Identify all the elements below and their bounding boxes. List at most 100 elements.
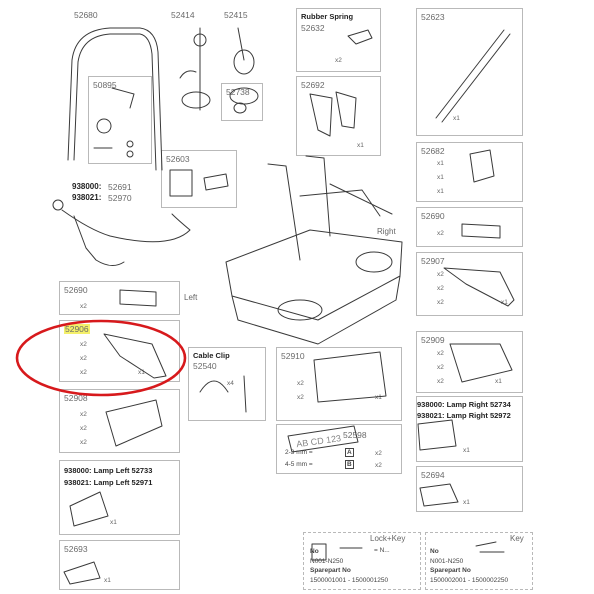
qty-label: x2 — [437, 230, 444, 237]
knob-drawing — [233, 102, 247, 114]
qty-label: x1 — [453, 115, 460, 122]
highlight-circle — [15, 319, 187, 397]
box-52598: 52598 2-3 mm = 4-5 mm = A B x2 x2 — [276, 424, 402, 474]
part-number: 52690 — [421, 211, 445, 221]
lamp-left-938000: 938000: Lamp Left 52733 — [64, 466, 153, 475]
qty-label: x2 — [335, 57, 342, 64]
box-52910: 52910 x2 x2 x1 — [276, 347, 402, 421]
qty-label: x2 — [297, 380, 304, 387]
qty-label: x2 — [80, 425, 87, 432]
qty-label: x1 — [110, 519, 117, 526]
qty-label: x1 — [495, 378, 502, 385]
rubber-spring-drawing — [347, 29, 373, 45]
reflector-strip-left-drawing — [119, 289, 157, 307]
qty-label: x2 — [297, 394, 304, 401]
qty-label: x2 — [80, 303, 87, 310]
key-no-label: No — [430, 548, 439, 555]
part-number: 52738 — [226, 87, 250, 97]
part-number-highlighted: 52906 — [64, 324, 90, 334]
cable-clip-title: Cable Clip — [193, 351, 230, 360]
key-title: Key — [510, 534, 524, 543]
lock-key-no-label: No — [310, 548, 319, 555]
part-number: 52682 — [421, 146, 445, 156]
box-52690-right: 52690 x2 — [416, 207, 523, 247]
box-key: Key No N001-N250 Sparepart No 1500002001… — [425, 532, 533, 590]
qty-label: x4 — [227, 380, 234, 387]
plate-45mm: 4-5 mm = — [285, 461, 313, 468]
part-number-52680: 52680 — [74, 10, 98, 20]
part-number: 52908 — [64, 393, 88, 403]
qty-label: x1 — [104, 577, 111, 584]
part-number: 50895 — [93, 80, 117, 90]
hinge-drawing — [469, 149, 495, 183]
lock-key-drawing — [311, 543, 363, 561]
rail-left-drawing — [103, 333, 167, 379]
part-number-52414: 52414 — [171, 10, 195, 20]
label-right: Right — [377, 227, 396, 236]
part-number: 52623 — [421, 12, 445, 22]
label-left: Left — [184, 293, 198, 302]
box-52907: 52907 x2 x2 x2 x1 — [416, 252, 523, 316]
allen-key-drawing — [93, 87, 135, 158]
plate-text: AB CD 123 — [296, 433, 342, 449]
plate-23mm: 2-3 mm = — [285, 449, 313, 456]
box-52692: 52692 x1 — [296, 76, 381, 156]
part-number: 52910 — [281, 351, 305, 361]
licence-plate-drawing — [287, 425, 359, 453]
code-938000-part: 52691 — [108, 182, 132, 192]
qty-label: x1 — [437, 174, 444, 181]
part-number: 52540 — [193, 361, 217, 371]
qty-label: x2 — [80, 341, 87, 348]
qty-label: x2 — [437, 350, 444, 357]
cap-left-drawing — [63, 561, 101, 585]
wiring-harness-drawing — [52, 199, 191, 266]
part-number: 52693 — [64, 544, 88, 554]
lamp-right-938021: 938021: Lamp Right 52972 — [417, 411, 511, 420]
code-938021-part: 52970 — [108, 193, 132, 203]
part-number: 52694 — [421, 470, 445, 480]
qty-label: x2 — [437, 271, 444, 278]
part-number: 52690 — [64, 285, 88, 295]
lock-key-no-value: N001-N250 — [310, 558, 344, 565]
box-52603: 52603 — [161, 150, 237, 208]
light-housing-left-drawing — [105, 399, 163, 447]
key-sparepart-label: Sparepart No — [430, 567, 471, 574]
qty-label: x1 — [463, 447, 470, 454]
qty-label: x2 — [437, 299, 444, 306]
rubber-spring-title: Rubber Spring — [301, 12, 354, 21]
light-housing-right-drawing — [449, 343, 513, 383]
box-cable-clip: Cable Clip 52540 x4 — [188, 347, 266, 421]
bracket-drawing — [309, 91, 357, 137]
number-plate-holder-drawing — [313, 351, 387, 403]
wheel-clamp-drawing — [179, 27, 259, 111]
part-number-52415: 52415 — [224, 10, 248, 20]
part-number: 52909 — [421, 335, 445, 345]
box-lock-key: Lock+Key = N... No N001-N250 Sparepart N… — [303, 532, 421, 590]
qty-label: x1 — [463, 499, 470, 506]
plug-socket-drawing — [169, 169, 229, 197]
key-no-value: N001-N250 — [430, 558, 464, 565]
qty-label: x1 — [375, 394, 382, 401]
strap-drawing — [435, 29, 511, 123]
code-938000: 938000: — [72, 182, 102, 191]
part-number: 52907 — [421, 256, 445, 266]
plate-b: B — [345, 460, 354, 469]
part-number: 52632 — [301, 23, 325, 33]
plate-a: A — [345, 448, 354, 457]
qty-label: x1 — [138, 369, 145, 376]
lock-key-title: Lock+Key — [370, 534, 406, 543]
box-lamp-left: 938000: Lamp Left 52733 938021: Lamp Lef… — [59, 460, 180, 535]
key-drawing — [475, 541, 505, 553]
box-52909: 52909 x2 x2 x2 x1 — [416, 331, 523, 393]
qty-label: x2 — [80, 369, 87, 376]
lamp-right-938000: 938000: Lamp Right 52734 — [417, 400, 511, 409]
box-52694: 52694 x1 — [416, 466, 523, 512]
lamp-left-drawing — [69, 491, 109, 527]
qty-label: x2 — [375, 462, 382, 469]
part-number: 52598 — [343, 430, 367, 440]
lock-key-sparepart-label: Sparepart No — [310, 567, 351, 574]
rail-right-drawing — [443, 267, 515, 307]
qty-label: x2 — [437, 378, 444, 385]
key-sparepart-value: 1500002001 - 1500002250 — [430, 577, 509, 584]
qty-label: x1 — [437, 160, 444, 167]
